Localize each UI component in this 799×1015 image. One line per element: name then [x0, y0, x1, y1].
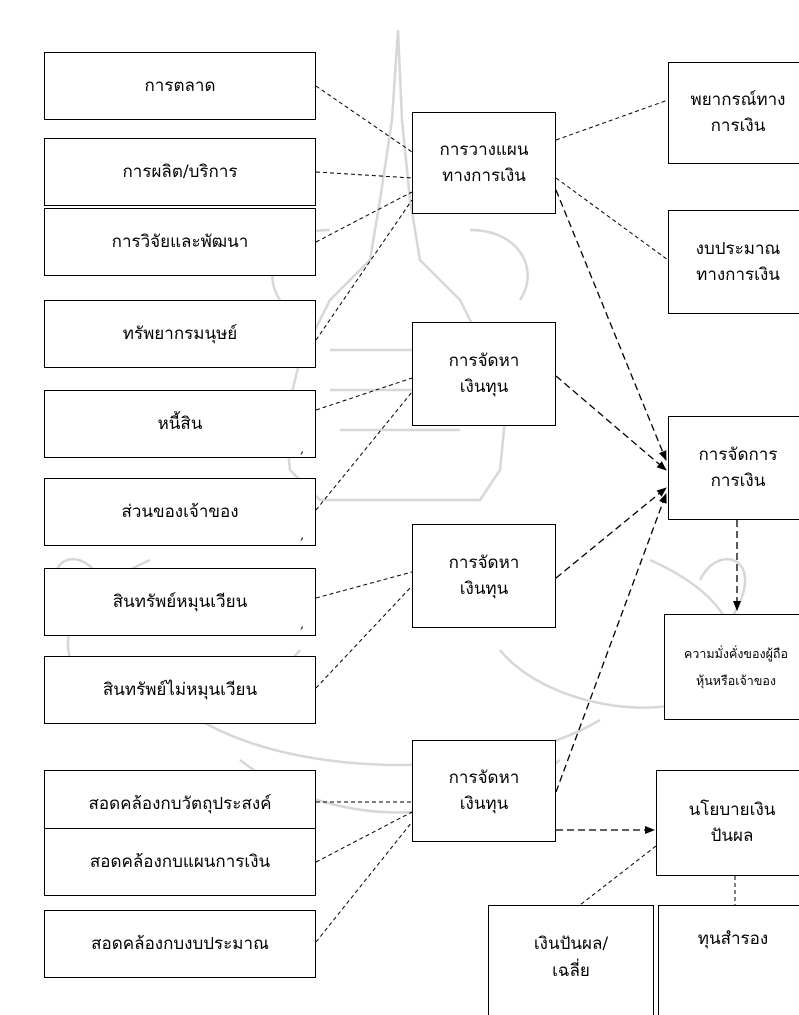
stray-mark: ,	[300, 442, 305, 457]
arrow-fund1-to-management	[555, 375, 667, 471]
box-financial-planning: การวางแผน ทางการเงิน	[412, 112, 556, 214]
stray-mark: ,	[300, 528, 305, 543]
line-rnd-to-planning	[315, 191, 413, 243]
box-rnd: การวิจัยและพัฒนา	[44, 208, 316, 276]
arrow-fund2-to-management	[555, 487, 667, 579]
line-currentassets-to-fund2	[315, 571, 413, 599]
box-fit-plan: สอดคล้องกบแผนการเงิน	[44, 828, 316, 896]
box-reserve: ทุนสำรอง	[658, 905, 799, 1015]
box-fund-raising-3: การจัดหา เงินทุน	[412, 740, 556, 842]
line-hr-to-planning	[315, 199, 413, 341]
arrow-planning-to-management	[555, 189, 667, 461]
box-marketing: การตลาด	[44, 52, 316, 120]
box-fund-raising-2: การจัดหา เงินทุน	[412, 524, 556, 628]
stray-mark: ,	[300, 617, 305, 632]
box-fit-budget: สอดคล้องกบงบประมาณ	[44, 910, 316, 978]
box-dividend-policy: นโยบายเงิน ปันผล	[656, 770, 799, 876]
box-production: การผลิต/บริการ	[44, 138, 316, 206]
line-policy-to-dividend	[579, 845, 657, 906]
arrow-fund3-to-management	[555, 493, 667, 793]
box-fund-raising-1: การจัดหา เงินทุน	[412, 322, 556, 426]
line-plan-to-fund3	[315, 811, 413, 863]
box-equity: ส่วนของเจ้าของ	[44, 478, 316, 546]
line-liabilities-to-fund1	[315, 377, 413, 411]
line-planning-to-budget	[555, 177, 669, 261]
box-human-resources: ทรัพยากรมนุษย์	[44, 300, 316, 368]
line-production-to-planning	[315, 171, 413, 179]
line-budget-to-fund3	[315, 821, 413, 943]
box-financial-management: การจัดการ การเงิน	[668, 416, 799, 520]
box-financial-budget: งบประมาณ ทางการเงิน	[668, 210, 799, 314]
box-current-assets: สินทรัพย์หมุนเวียน	[44, 568, 316, 636]
line-marketing-to-planning	[315, 85, 413, 153]
line-equity-to-fund1	[315, 391, 413, 511]
box-dividend: เงินปันผล/ เฉลี่ย	[488, 905, 654, 1015]
box-shareholder-wealth: ความมั่งคั่งของผู้ถือ หุ้นหรือเจ้าของ	[664, 614, 799, 720]
line-fixedassets-to-fund2	[315, 585, 413, 689]
line-planning-to-forecast	[555, 99, 669, 141]
box-financial-forecast: พยากรณ์ทาง การเงิน	[668, 62, 799, 164]
box-liabilities: หนี้สิน	[44, 390, 316, 458]
box-fixed-assets: สินทรัพย์ไม่หมุนเวียน	[44, 656, 316, 724]
